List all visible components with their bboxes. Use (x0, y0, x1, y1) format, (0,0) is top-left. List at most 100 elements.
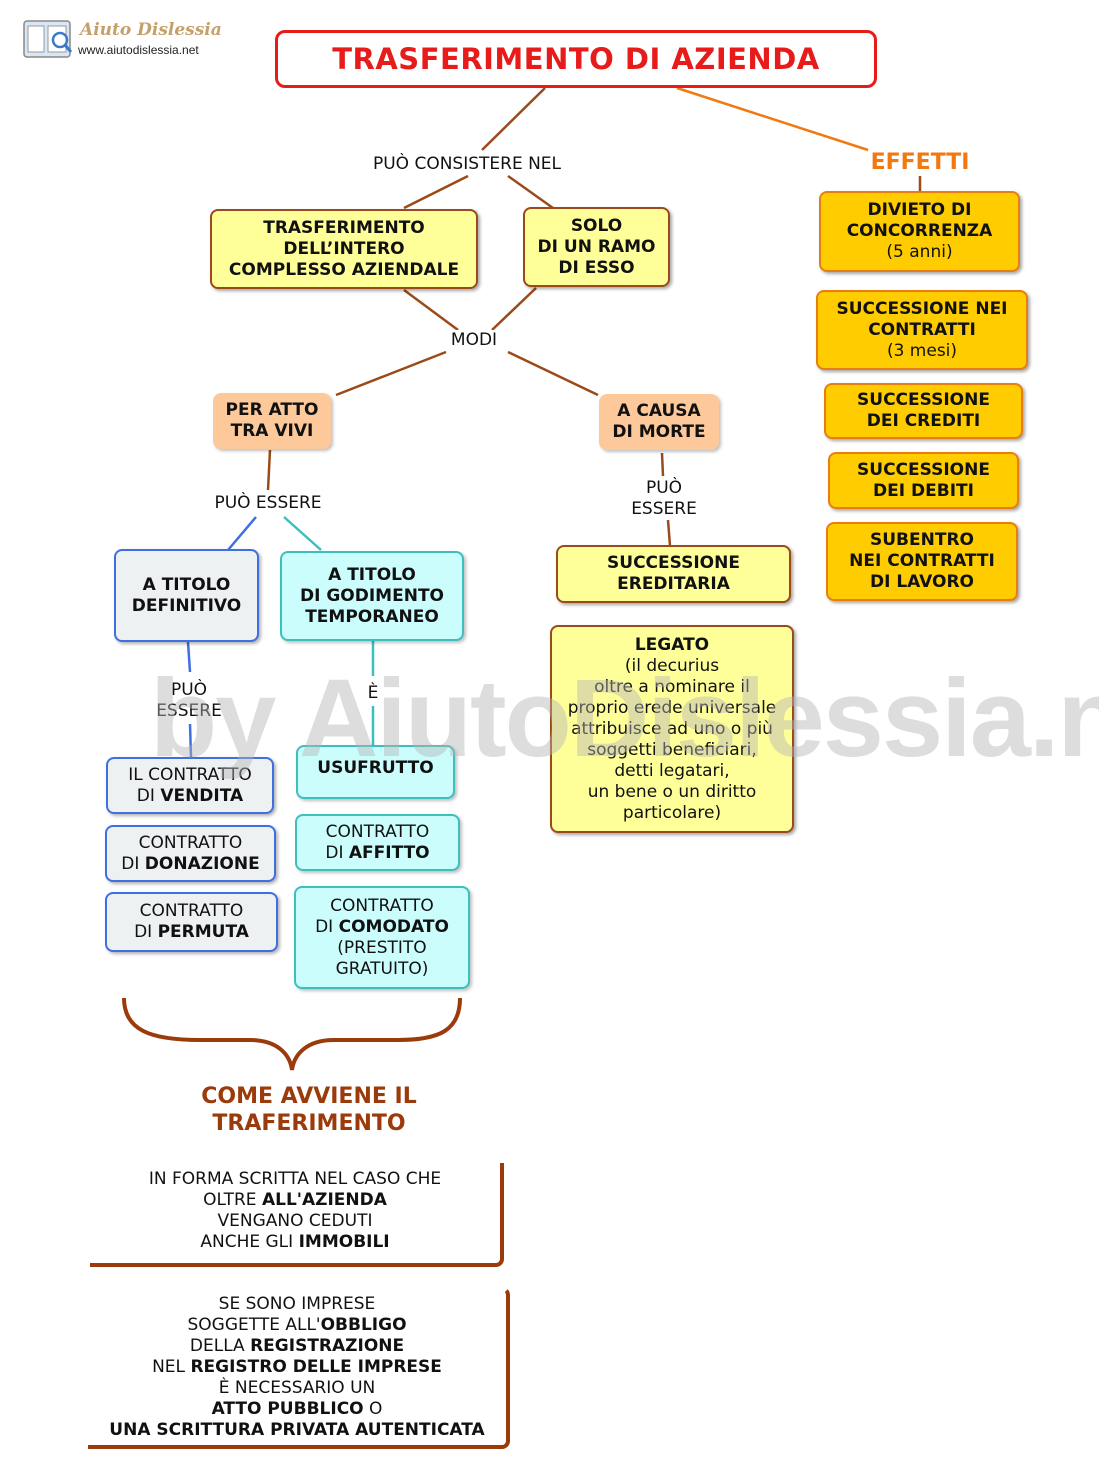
note1-l2-pre: OLTRE (203, 1190, 262, 1210)
note2-l4-pre: NEL (152, 1357, 191, 1377)
node-comodato-l2: DI COMODATO (315, 917, 449, 938)
label-essere-1: ESSERE (156, 701, 222, 721)
note2-l3-bold: REGISTRAZIONE (250, 1336, 405, 1356)
effetto-line: DEI DEBITI (873, 480, 974, 501)
label-puo-essere: PUÒ ESSERE (206, 493, 330, 514)
node-atto-vivi-l2: TRA VIVI (230, 421, 314, 441)
label-puo-2: PUÒ (645, 478, 683, 498)
effetto-line: SUCCESSIONE NEI (836, 298, 1008, 319)
note2-l4-bold: REGISTRO DELLE IMPRESE (190, 1357, 442, 1377)
note1-l1: IN FORMA SCRITTA NEL CASO CHE (148, 1169, 442, 1189)
label-puo-consistere: PUÒ CONSISTERE NEL (360, 154, 574, 175)
note1-l2-bold: ALL'AZIENDA (261, 1190, 387, 1210)
node-ramo-l3: DI ESSO (558, 257, 635, 278)
node-atto-vivi-l1: PER ATTO (225, 400, 319, 420)
node-ramo-l2: DI UN RAMO (537, 236, 656, 257)
node-affitto-bold: AFFITTO (348, 842, 430, 863)
node-intero: TRASFERIMENTO DELL’INTERO COMPLESSO AZIE… (210, 209, 478, 289)
note2-l7: UNA SCRITTURA PRIVATA AUTENTICATA (88, 1420, 506, 1441)
node-successione-ereditaria-l2: EREDITARIA (617, 574, 730, 594)
node-usufrutto: USUFRUTTO (296, 745, 455, 799)
node-vendita-l2: DI VENDITA (137, 786, 243, 807)
logo: Aiuto Dislessia www.aiutodislessia.net (22, 18, 222, 64)
node-donazione-pre: DI (121, 853, 145, 874)
node-affitto-l1: CONTRATTO (325, 821, 430, 842)
heading-come-avviene: COME AVVIENE IL TRAFERIMENTO (160, 1083, 458, 1137)
note2-l2: SOGGETTE ALL'OBBLIGO (88, 1315, 506, 1336)
label-essere-2: ESSERE (631, 499, 697, 519)
node-comodato-bold: COMODATO (338, 916, 449, 937)
node-definitivo-l1: A TITOLO (142, 574, 231, 595)
node-comodato-l1: CONTRATTO (330, 895, 434, 916)
node-comodato-pre: DI (315, 916, 339, 937)
effetto-line: SUCCESSIONE (857, 390, 990, 410)
note2-l1: SE SONO IMPRESE (218, 1294, 376, 1314)
node-permuta-l2: DI PERMUTA (134, 922, 249, 943)
node-causa-morte-l2: DI MORTE (612, 422, 706, 442)
logo-book-icon (23, 20, 73, 58)
effetto-subentro: SUBENTRO NEI CONTRATTI DI LAVORO (826, 522, 1018, 601)
label-modi: MODI (444, 330, 504, 351)
node-godimento-l3: TEMPORANEO (305, 606, 439, 627)
legato-line: detti legatari, (614, 760, 730, 781)
node-donazione-l2: DI DONAZIONE (121, 854, 259, 875)
note2-l2-bold: OBBLIGO (320, 1315, 407, 1335)
node-definitivo-l2: DEFINITIVO (131, 595, 242, 616)
legato-line: soggetti beneficiari, (587, 739, 757, 760)
heading-come-avviene-l2: TRAFERIMENTO (212, 1111, 406, 1136)
legato-line: particolare) (622, 802, 722, 823)
effetto-line: SUBENTRO (870, 530, 974, 550)
effetto-line: CONCORRENZA (846, 221, 993, 241)
note2-l2-pre: SOGGETTE ALL' (187, 1315, 321, 1335)
label-e: È (367, 683, 379, 703)
legato-line: (il decurius (624, 655, 720, 676)
node-vendita: IL CONTRATTO DI VENDITA (106, 757, 274, 814)
node-successione-ereditaria-l1: SUCCESSIONE (607, 553, 740, 573)
node-affitto: CONTRATTO DI AFFITTO (295, 814, 460, 871)
legato-line: oltre a nominare il (594, 676, 750, 697)
heading-come-avviene-l1: COME AVVIENE IL (201, 1084, 417, 1109)
node-atto-vivi: PER ATTO TRA VIVI (213, 393, 331, 449)
page-title-text: TRASFERIMENTO DI AZIENDA (332, 42, 820, 76)
effetto-contratti: SUCCESSIONE NEI CONTRATTI (3 mesi) (816, 290, 1028, 370)
node-affitto-l2: DI AFFITTO (325, 843, 429, 864)
node-causa-morte-l1: A CAUSA (617, 401, 701, 421)
logo-name: Aiuto Dislessia (80, 20, 222, 40)
node-successione-ereditaria: SUCCESSIONE EREDITARIA (556, 545, 791, 603)
node-causa-morte: A CAUSA DI MORTE (599, 394, 719, 450)
legato-title: LEGATO (634, 634, 710, 655)
effetto-line: SUCCESSIONE (857, 459, 990, 480)
note2-l6: ATTO PUBBLICO O (88, 1399, 506, 1420)
note-atto-pubblico: SE SONO IMPRESE SOGGETTE ALL'OBBLIGO DEL… (88, 1287, 510, 1449)
node-permuta-bold: PERMUTA (157, 922, 249, 942)
note2-l3-pre: DELLA (189, 1336, 251, 1356)
label-effetti: EFFETTI (870, 150, 970, 175)
note2-l4: NEL REGISTRO DELLE IMPRESE (88, 1357, 506, 1378)
node-usufrutto-text: USUFRUTTO (317, 757, 434, 778)
effetto-line: DEI CREDITI (866, 411, 981, 431)
node-comodato: CONTRATTO DI COMODATO (PRESTITO GRATUITO… (294, 886, 470, 989)
label-puo-1: PUÒ (170, 680, 208, 700)
note2-l6-post: O (363, 1399, 383, 1419)
note-forma-scritta: IN FORMA SCRITTA NEL CASO CHE OLTRE ALL'… (90, 1163, 504, 1267)
note1-l3: VENGANO CEDUTI (217, 1211, 373, 1231)
page-title: TRASFERIMENTO DI AZIENDA (275, 30, 877, 88)
node-definitivo: A TITOLO DEFINITIVO (114, 549, 259, 642)
effetto-crediti: SUCCESSIONE DEI CREDITI (824, 383, 1023, 439)
effetto-line: CONTRATTI (868, 319, 976, 340)
effetto-line: DI LAVORO (869, 572, 975, 592)
node-donazione: CONTRATTO DI DONAZIONE (105, 825, 276, 882)
legato-line: attribuisce ad uno o più (571, 718, 773, 739)
effetto-line: DIVIETO DI (867, 200, 972, 220)
note1-l4-bold: IMMOBILI (298, 1232, 390, 1252)
node-permuta-l1: CONTRATTO (139, 901, 244, 921)
label-puo-essere-morte: PUÒ ESSERE (620, 478, 708, 520)
effetto-concorrenza: DIVIETO DI CONCORRENZA (5 anni) (819, 191, 1020, 272)
node-vendita-l1: IL CONTRATTO (128, 764, 252, 785)
node-intero-l1: TRASFERIMENTO (263, 217, 425, 238)
node-ramo: SOLO DI UN RAMO DI ESSO (523, 207, 670, 287)
effetto-debiti: SUCCESSIONE DEI DEBITI (828, 452, 1019, 509)
note1-l4: ANCHE GLI IMMOBILI (90, 1232, 500, 1253)
node-permuta-pre: DI (134, 922, 158, 942)
